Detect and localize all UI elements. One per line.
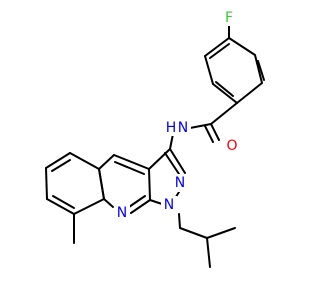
bond — [98, 154, 115, 170]
bond — [236, 82, 263, 104]
bond — [228, 37, 256, 56]
fluorine-atom: F — [222, 10, 236, 26]
amide-oxygen-label: O — [226, 138, 237, 154]
amide-nitrogen-label: N — [178, 120, 188, 136]
bond — [114, 161, 145, 175]
bond — [51, 159, 71, 172]
bond — [128, 195, 146, 208]
molecule-canvas: F O H N N N N — [45, 10, 265, 268]
atom-labels: F O H N N N N — [114, 10, 240, 222]
bond — [149, 199, 163, 205]
bond — [103, 198, 114, 208]
amide-hydrogen-label: H — [166, 120, 177, 136]
bond — [52, 195, 75, 209]
bond — [148, 148, 171, 170]
bond — [130, 199, 151, 214]
bond — [46, 198, 75, 215]
pyrazole-n1-label: N — [164, 197, 174, 213]
pyridine-nitrogen-atom: N — [114, 204, 130, 222]
bond — [45, 152, 71, 169]
bond — [169, 148, 186, 174]
bond — [164, 152, 180, 175]
molecule-structure-drawing: F O H N N N N — [45, 10, 265, 268]
bond — [206, 237, 211, 268]
bond — [69, 152, 100, 170]
bond — [204, 125, 214, 143]
bond — [254, 54, 263, 84]
bond — [204, 55, 214, 85]
bond — [73, 198, 105, 215]
bond — [148, 168, 151, 201]
bond — [179, 227, 208, 239]
bond — [206, 227, 236, 239]
fluorine-label: F — [225, 10, 233, 26]
bond — [113, 154, 150, 170]
bond — [215, 81, 234, 97]
bond — [178, 213, 181, 229]
bond — [204, 37, 230, 57]
bond — [209, 43, 230, 59]
bond-lines — [45, 25, 265, 268]
bond — [45, 167, 48, 200]
amide-oxygen-atom: O — [224, 138, 240, 154]
bond — [98, 168, 105, 200]
pyridine-nitrogen-label: N — [117, 205, 127, 221]
bond — [189, 123, 212, 129]
pyrazole-n1-atom: N — [161, 196, 177, 214]
bond — [212, 83, 238, 104]
bond — [210, 123, 220, 141]
pyrazole-n2-atom: N — [173, 174, 187, 192]
bond — [257, 60, 265, 81]
bond — [169, 133, 174, 150]
amide-nitrogen-atom: H N — [166, 118, 191, 136]
pyrazole-n2-label: N — [175, 175, 185, 191]
bond — [210, 102, 238, 125]
